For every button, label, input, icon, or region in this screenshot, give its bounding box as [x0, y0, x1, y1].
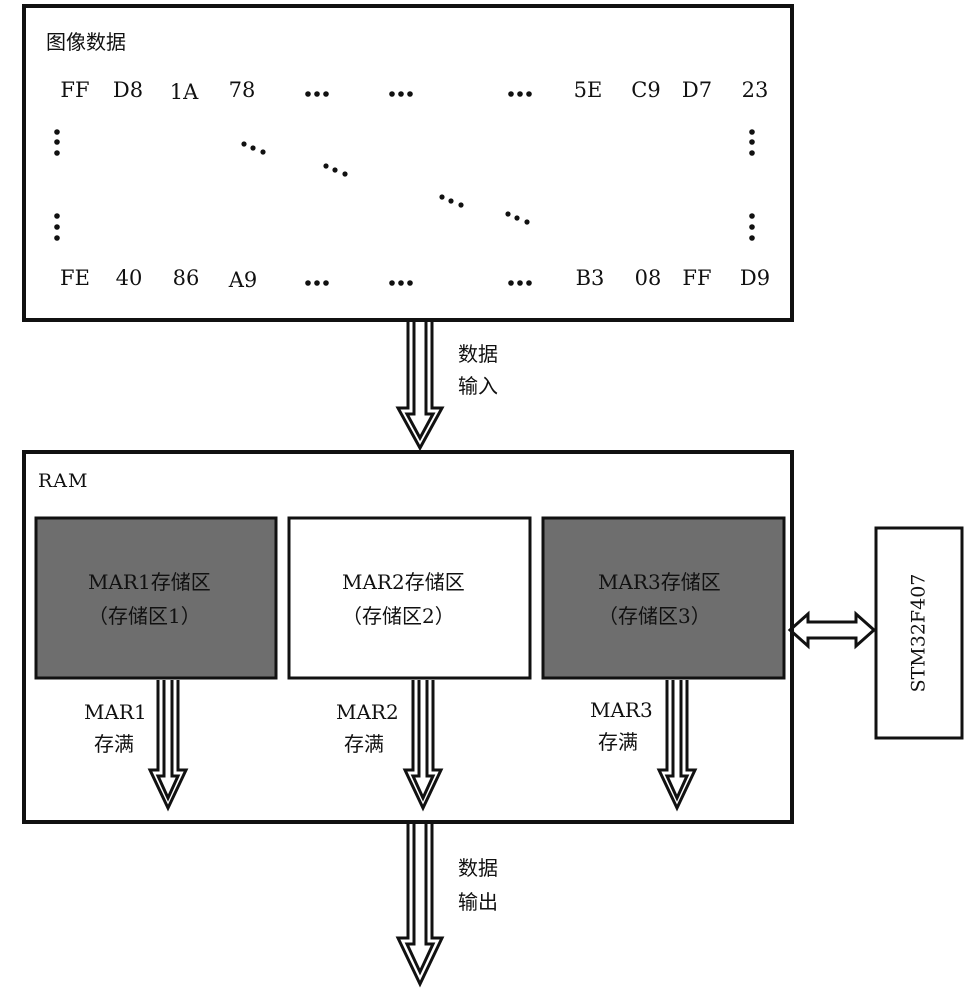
stm32-box — [874, 526, 964, 740]
mar1-region-sub: （存储区1） — [88, 604, 201, 628]
mar2-full-label-line2: 存满 — [344, 732, 384, 756]
hex-cell: C9 — [631, 78, 661, 102]
hex-cell: FE — [60, 266, 90, 290]
hex-cell: 23 — [741, 78, 769, 102]
hex-cell: 40 — [115, 266, 143, 290]
hex-cell: D8 — [112, 78, 144, 102]
data-input-label-line2: 输入 — [458, 374, 498, 398]
data-input-arrow — [395, 322, 445, 452]
hex-cell: 86 — [172, 266, 200, 290]
data-output-arrow — [395, 824, 445, 988]
mar1-full-arrow — [147, 680, 189, 812]
mar3-full-label-line1: MAR3 — [590, 698, 653, 722]
hex-cell: D9 — [739, 266, 771, 290]
horizontal-ellipsis-top — [305, 91, 532, 97]
image-data-title: 图像数据 — [46, 30, 126, 54]
mar2-full-arrow — [402, 680, 444, 812]
mar3-full-label-line2: 存满 — [598, 730, 638, 754]
hex-cell: 08 — [634, 266, 662, 290]
mar2-region-name: MAR2存储区 — [342, 570, 465, 594]
hex-cell: 5E — [573, 78, 603, 102]
data-output-label-line1: 数据 — [458, 856, 498, 880]
hex-cell: D7 — [681, 78, 713, 102]
hex-cell: B3 — [575, 266, 605, 290]
mar2-region-sub: （存储区2） — [342, 604, 455, 628]
vertical-ellipsis-right — [749, 129, 755, 241]
hex-cell: 78 — [228, 78, 256, 102]
mar3-region — [541, 516, 786, 680]
mar2-full-label-line1: MAR2 — [336, 700, 399, 724]
hex-cell: 1A — [169, 80, 199, 104]
horizontal-ellipsis-bottom — [305, 280, 532, 286]
stm32-label: STM32F407 — [907, 573, 930, 693]
mar2-region — [287, 516, 532, 680]
hex-cell: FF — [682, 266, 712, 290]
mar1-region-name: MAR1存储区 — [88, 570, 211, 594]
hex-cell: A9 — [228, 268, 258, 292]
mar3-region-sub: （存储区3） — [598, 604, 711, 628]
mar3-full-arrow — [656, 680, 698, 812]
vertical-ellipsis-left — [54, 129, 60, 241]
mar1-full-label-line1: MAR1 — [84, 700, 147, 724]
mar3-region-name: MAR3存储区 — [598, 570, 721, 594]
diagonal-ellipsis — [241, 141, 530, 225]
data-output-label-line2: 输出 — [458, 890, 498, 914]
image-data-box — [22, 4, 794, 322]
bidirectional-arrow — [787, 610, 877, 650]
mar1-region — [34, 516, 278, 680]
mar1-full-label-line2: 存满 — [94, 732, 134, 756]
data-input-label-line1: 数据 — [458, 342, 498, 366]
ram-title: RAM — [38, 470, 89, 492]
hex-cell: FF — [60, 78, 90, 102]
